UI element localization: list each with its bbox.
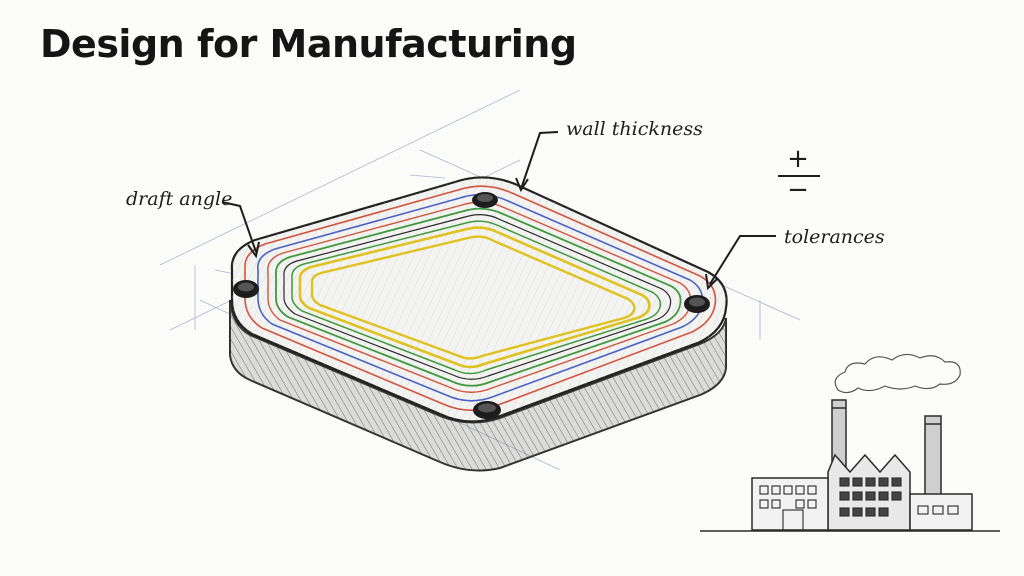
part-body: [229, 176, 728, 472]
plus-minus-symbol: + −: [778, 144, 820, 205]
bolt-holes: [233, 192, 710, 419]
arrowhead-icon: [705, 273, 719, 291]
factory-icon: [700, 353, 1000, 532]
tolerances-arrow-icon: [709, 235, 776, 285]
wall-thickness-label: wall thickness: [566, 118, 703, 140]
page-title: Design for Manufacturing: [40, 22, 577, 66]
contour-lines: [244, 185, 717, 412]
bolt-hole-icon: [473, 401, 501, 419]
bolt-hole-icon: [472, 192, 498, 208]
minus-glyph: −: [787, 175, 809, 205]
draft-angle-label: draft angle: [126, 188, 233, 210]
bolt-hole-icon: [684, 295, 710, 313]
arrowhead-icon: [247, 241, 260, 259]
bolt-hole-icon: [233, 280, 259, 298]
tolerances-label: tolerances: [784, 226, 885, 248]
arrowhead-icon: [515, 177, 529, 193]
leader-arrows: [221, 131, 776, 291]
draft-angle-arrow-icon: [221, 201, 257, 253]
wall-thickness-arrow-icon: [521, 131, 559, 187]
plus-glyph: +: [787, 144, 809, 174]
